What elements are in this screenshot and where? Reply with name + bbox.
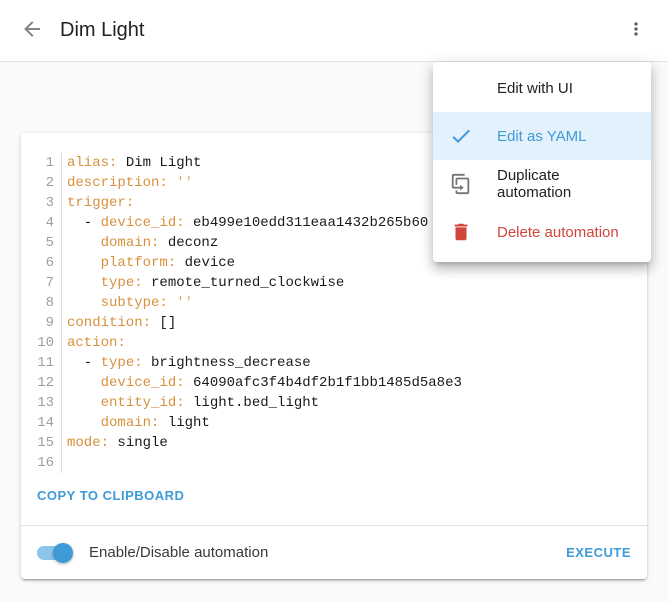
overflow-menu: Edit with UI Edit as YAML Duplicate auto…: [433, 62, 651, 262]
check-icon: [449, 124, 473, 148]
delete-icon: [449, 220, 473, 244]
copy-row: COPY TO CLIPBOARD: [21, 479, 647, 525]
dots-vertical-icon: [626, 19, 646, 42]
execute-button[interactable]: EXECUTE: [566, 544, 631, 560]
toggle-thumb: [53, 542, 73, 563]
page-title: Dim Light: [60, 19, 145, 41]
overflow-menu-button[interactable]: [620, 15, 652, 47]
back-button[interactable]: [16, 15, 48, 47]
toggle-label: Enable/Disable automation: [89, 544, 269, 561]
menu-item-label: Edit as YAML: [497, 127, 587, 145]
menu-item-edit-as-yaml[interactable]: Edit as YAML: [433, 112, 651, 160]
arrow-left-icon: [20, 17, 44, 44]
copy-to-clipboard-button[interactable]: COPY TO CLIPBOARD: [37, 488, 185, 503]
duplicate-icon: [449, 172, 473, 196]
menu-item-label: Edit with UI: [497, 79, 573, 97]
menu-item-duplicate-automation[interactable]: Duplicate automation: [433, 160, 651, 208]
empty-icon-slot: [449, 76, 473, 100]
enable-automation-toggle[interactable]: [37, 542, 73, 563]
menu-item-label: Delete automation: [497, 223, 619, 241]
card-toolbar: Enable/Disable automation EXECUTE: [21, 525, 647, 579]
menu-item-edit-with-ui[interactable]: Edit with UI: [433, 64, 651, 112]
menu-item-delete-automation[interactable]: Delete automation: [433, 208, 651, 256]
menu-item-label: Duplicate automation: [497, 167, 572, 201]
app-header: Dim Light: [0, 0, 668, 62]
